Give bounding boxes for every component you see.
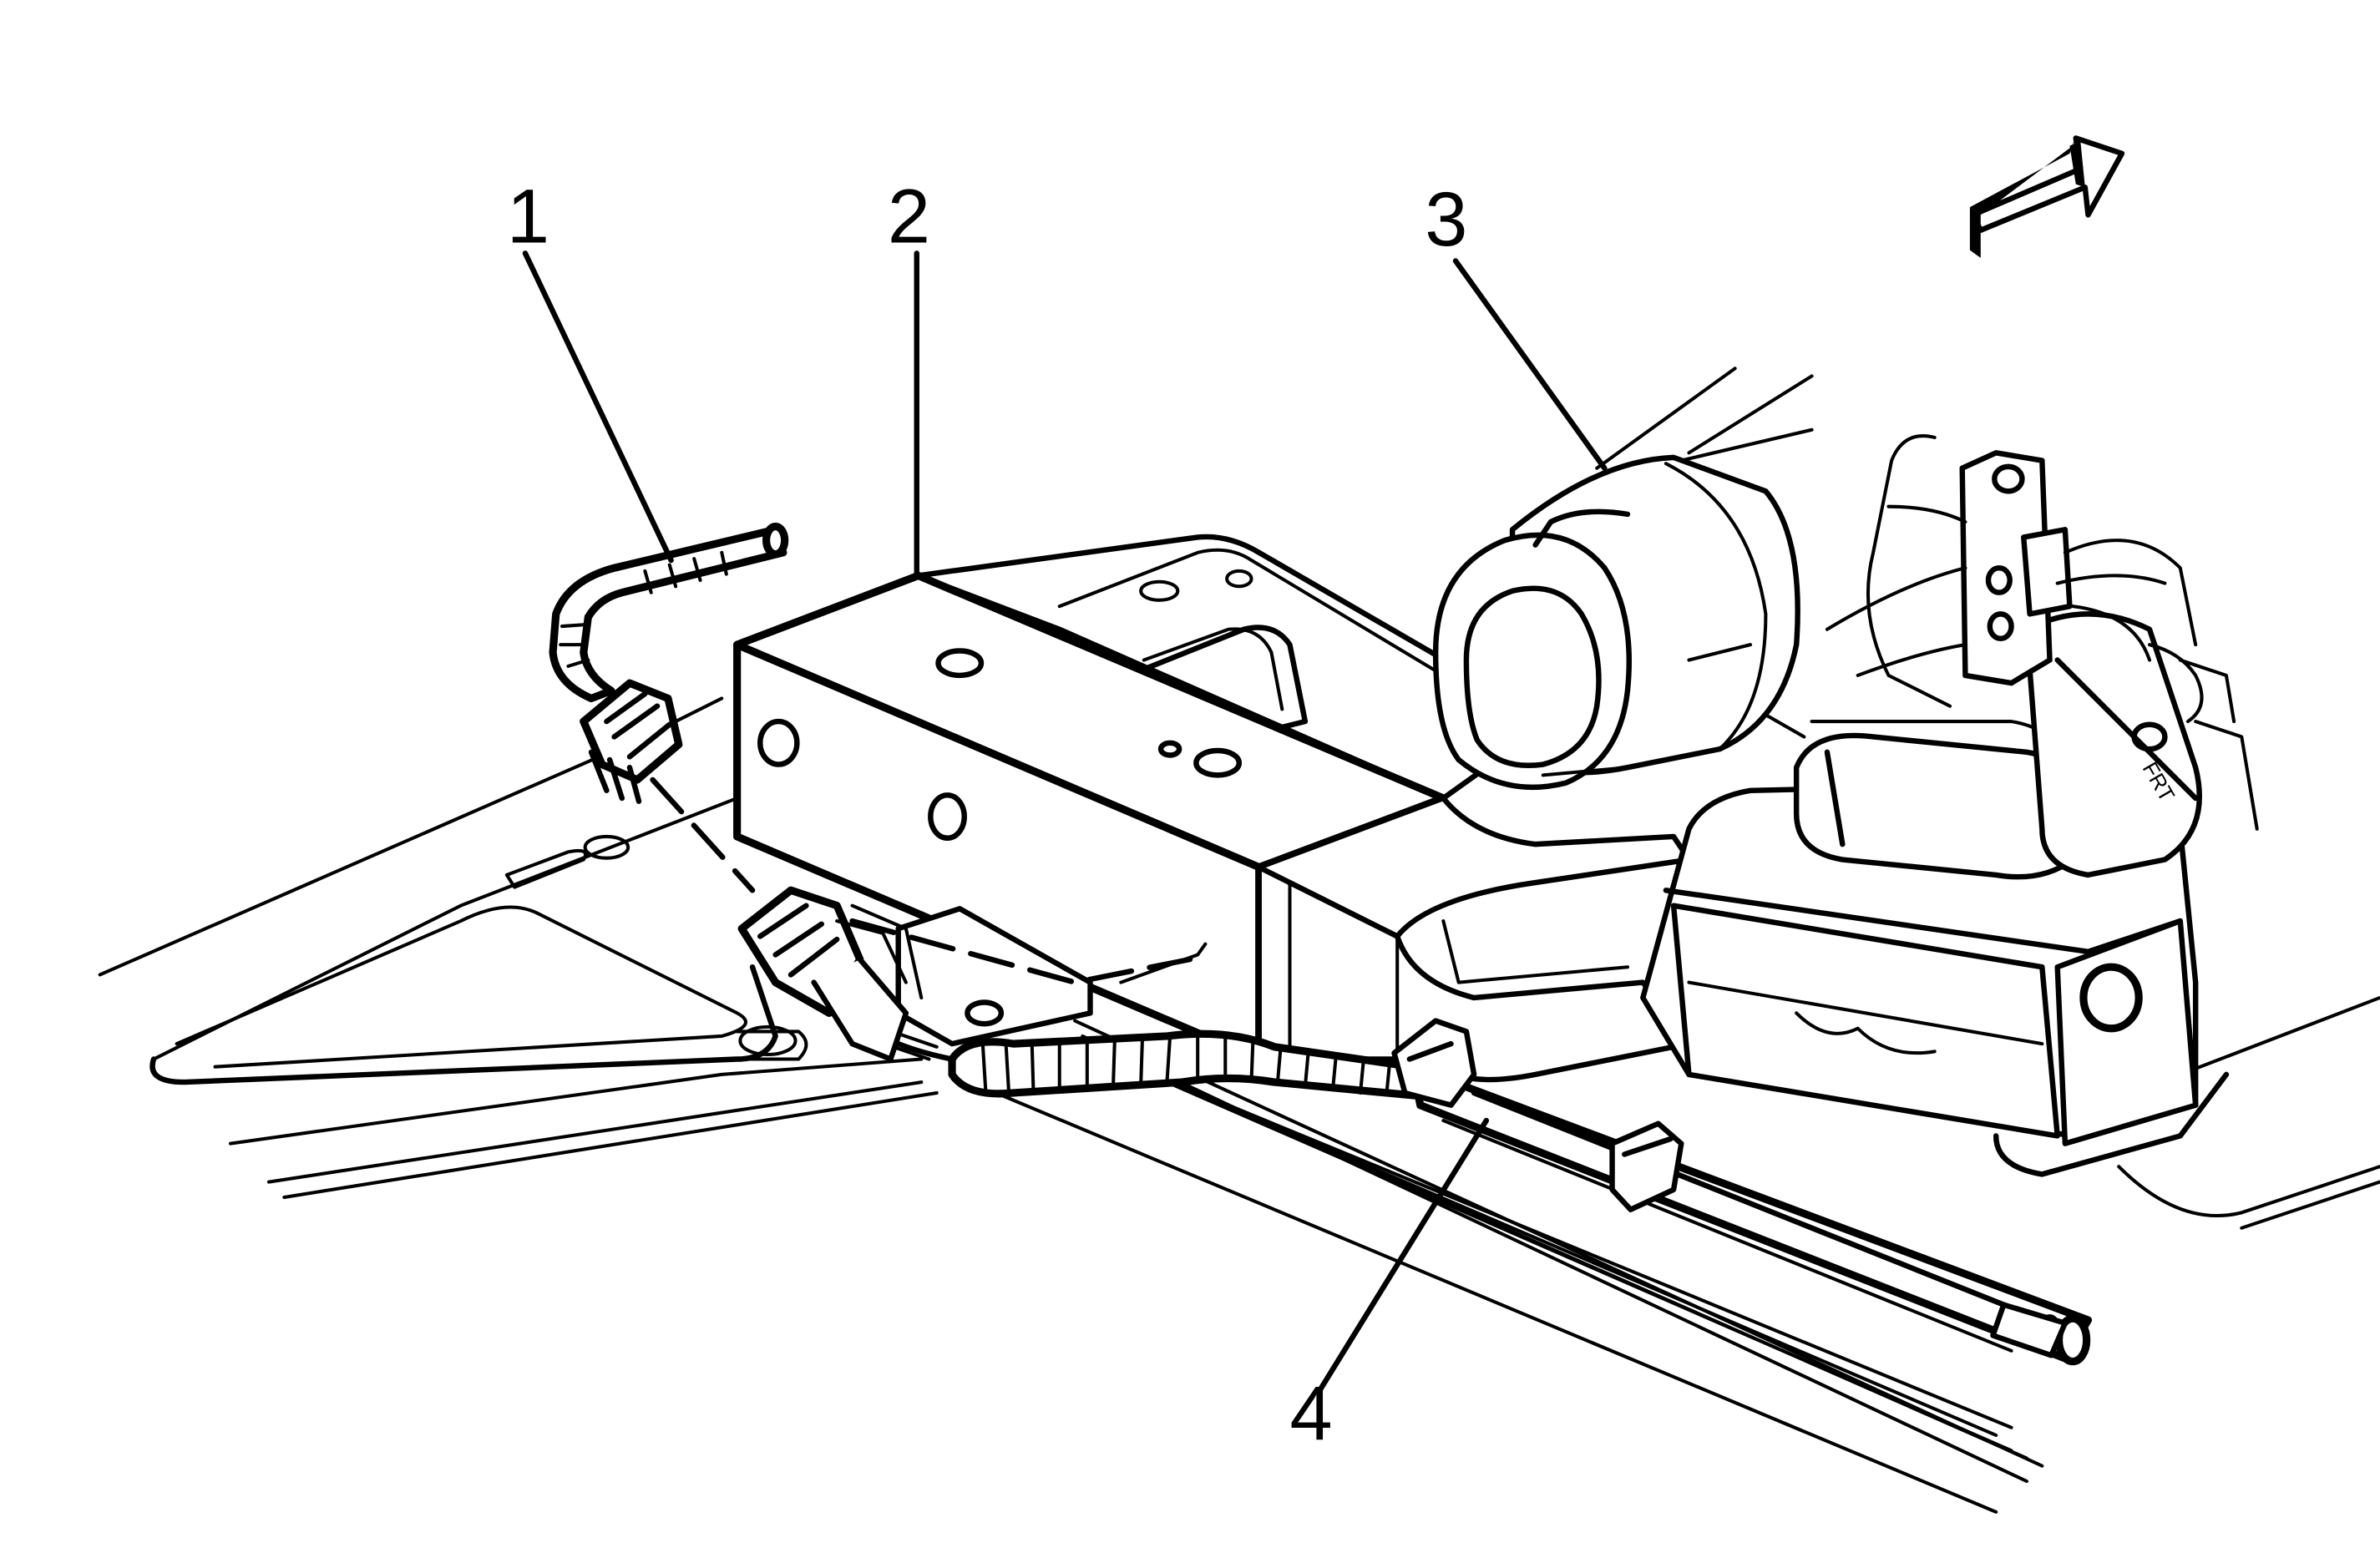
- exploded-view-dash-line: [650, 776, 1193, 985]
- transmission-tail-housing: [1432, 367, 1814, 790]
- callout-2: 2: [888, 174, 930, 259]
- mount-bracket-assembly: FRT: [1640, 434, 2259, 1177]
- front-direction-arrow-icon: [1969, 134, 2125, 258]
- crossmember: [733, 534, 1692, 1083]
- callout-3: 3: [1425, 177, 1467, 262]
- sensor-pigtail: [549, 522, 1193, 1062]
- wiring-harness: [874, 1018, 2093, 1366]
- floor-pan: [98, 696, 2380, 1230]
- side-rail: [950, 1019, 2044, 1514]
- callout-4: 4: [1289, 1371, 1332, 1456]
- callout-1: 1: [507, 174, 549, 259]
- callout-leaders: [522, 250, 1608, 1392]
